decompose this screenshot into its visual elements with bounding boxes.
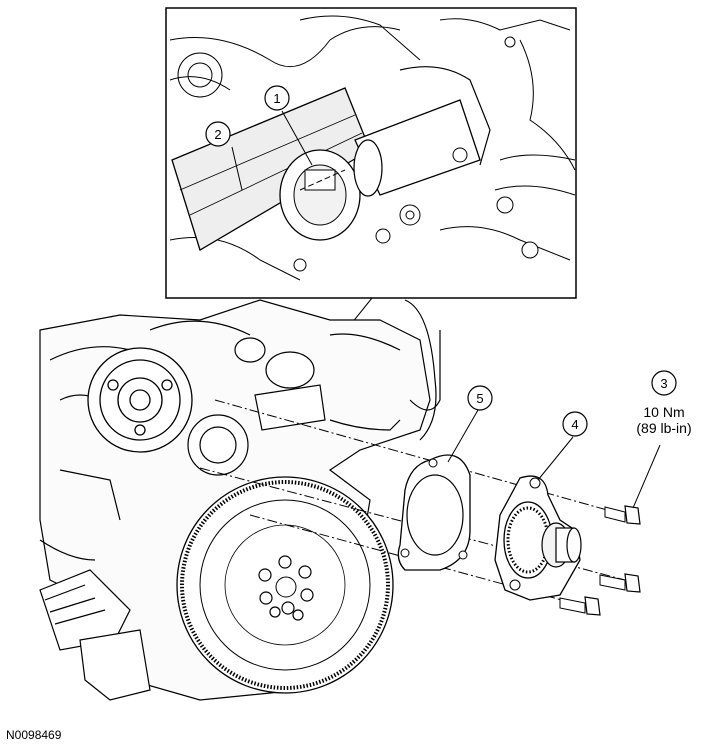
inset-detail: 2 1 xyxy=(165,7,577,299)
bolt-middle xyxy=(599,573,641,593)
figure-id: N0098469 xyxy=(6,728,62,742)
crankshaft-pulley xyxy=(87,347,193,453)
callout-1-label: 1 xyxy=(273,91,280,106)
callout-4: 4 xyxy=(537,411,588,481)
pump-mount-bore xyxy=(187,414,249,476)
torque-imperial: (89 lb-in) xyxy=(636,420,692,436)
inset-assembly-line xyxy=(299,169,346,191)
flywheel-ring-gear xyxy=(180,480,390,690)
inset-background-lines xyxy=(169,15,576,281)
flywheel-bolts xyxy=(258,555,314,621)
inset-outlet-pipe xyxy=(353,66,491,197)
inset-bolts xyxy=(293,36,539,272)
water-pump xyxy=(494,475,582,601)
callout-4-label: 4 xyxy=(571,417,578,432)
lower-left-components xyxy=(39,569,151,701)
main-thermostat-housing xyxy=(234,337,326,431)
callout-3: 3 xyxy=(632,370,677,509)
main-hoses xyxy=(329,330,441,431)
pump-bolts xyxy=(559,505,641,616)
torque-metric: 10 Nm xyxy=(643,404,685,420)
callout-5-label: 5 xyxy=(476,391,483,406)
torque-spec: 10 Nm (89 lb-in) xyxy=(619,404,703,436)
callout-3-label: 3 xyxy=(660,376,667,391)
callout-5: 5 xyxy=(447,385,493,463)
callout-2: 2 xyxy=(205,121,243,191)
flywheel xyxy=(176,476,394,694)
inset-thermostat-housing xyxy=(279,149,361,241)
gasket xyxy=(397,454,471,571)
engine-main-view xyxy=(39,299,441,701)
callout-2-label: 2 xyxy=(214,127,221,142)
bolt-top xyxy=(604,505,641,525)
callout-1: 1 xyxy=(264,85,313,166)
bolt-bottom xyxy=(559,596,601,616)
